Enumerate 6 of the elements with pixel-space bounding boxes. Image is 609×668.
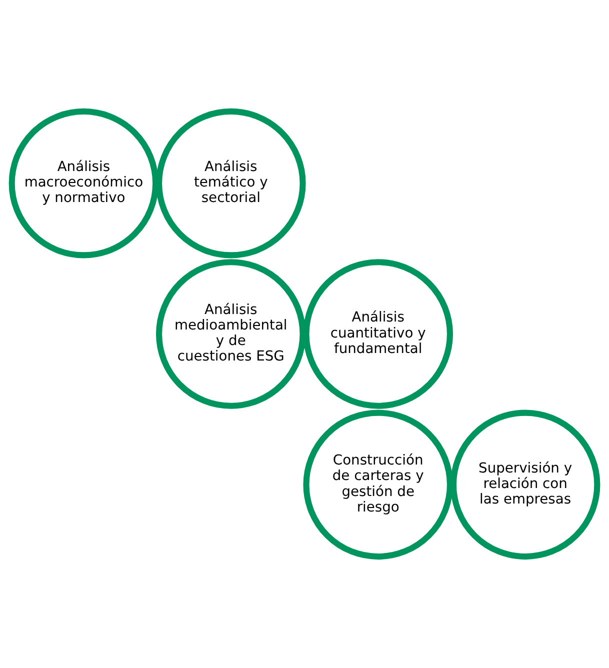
- node-circle: Análisis cuantitativo y fundamental: [303, 259, 453, 409]
- node-circle: Supervisión y relación con las empresas: [450, 410, 600, 560]
- node-circle: Análisis macroeconómico y normativo: [8, 108, 159, 258]
- node-circle: Análisis temático y sectorial: [156, 108, 306, 258]
- node-circle: Análisis medioambiental y de cuestiones ESG: [156, 259, 306, 409]
- node-circle: Construcción de carteras y gestión de riesgo: [303, 410, 453, 560]
